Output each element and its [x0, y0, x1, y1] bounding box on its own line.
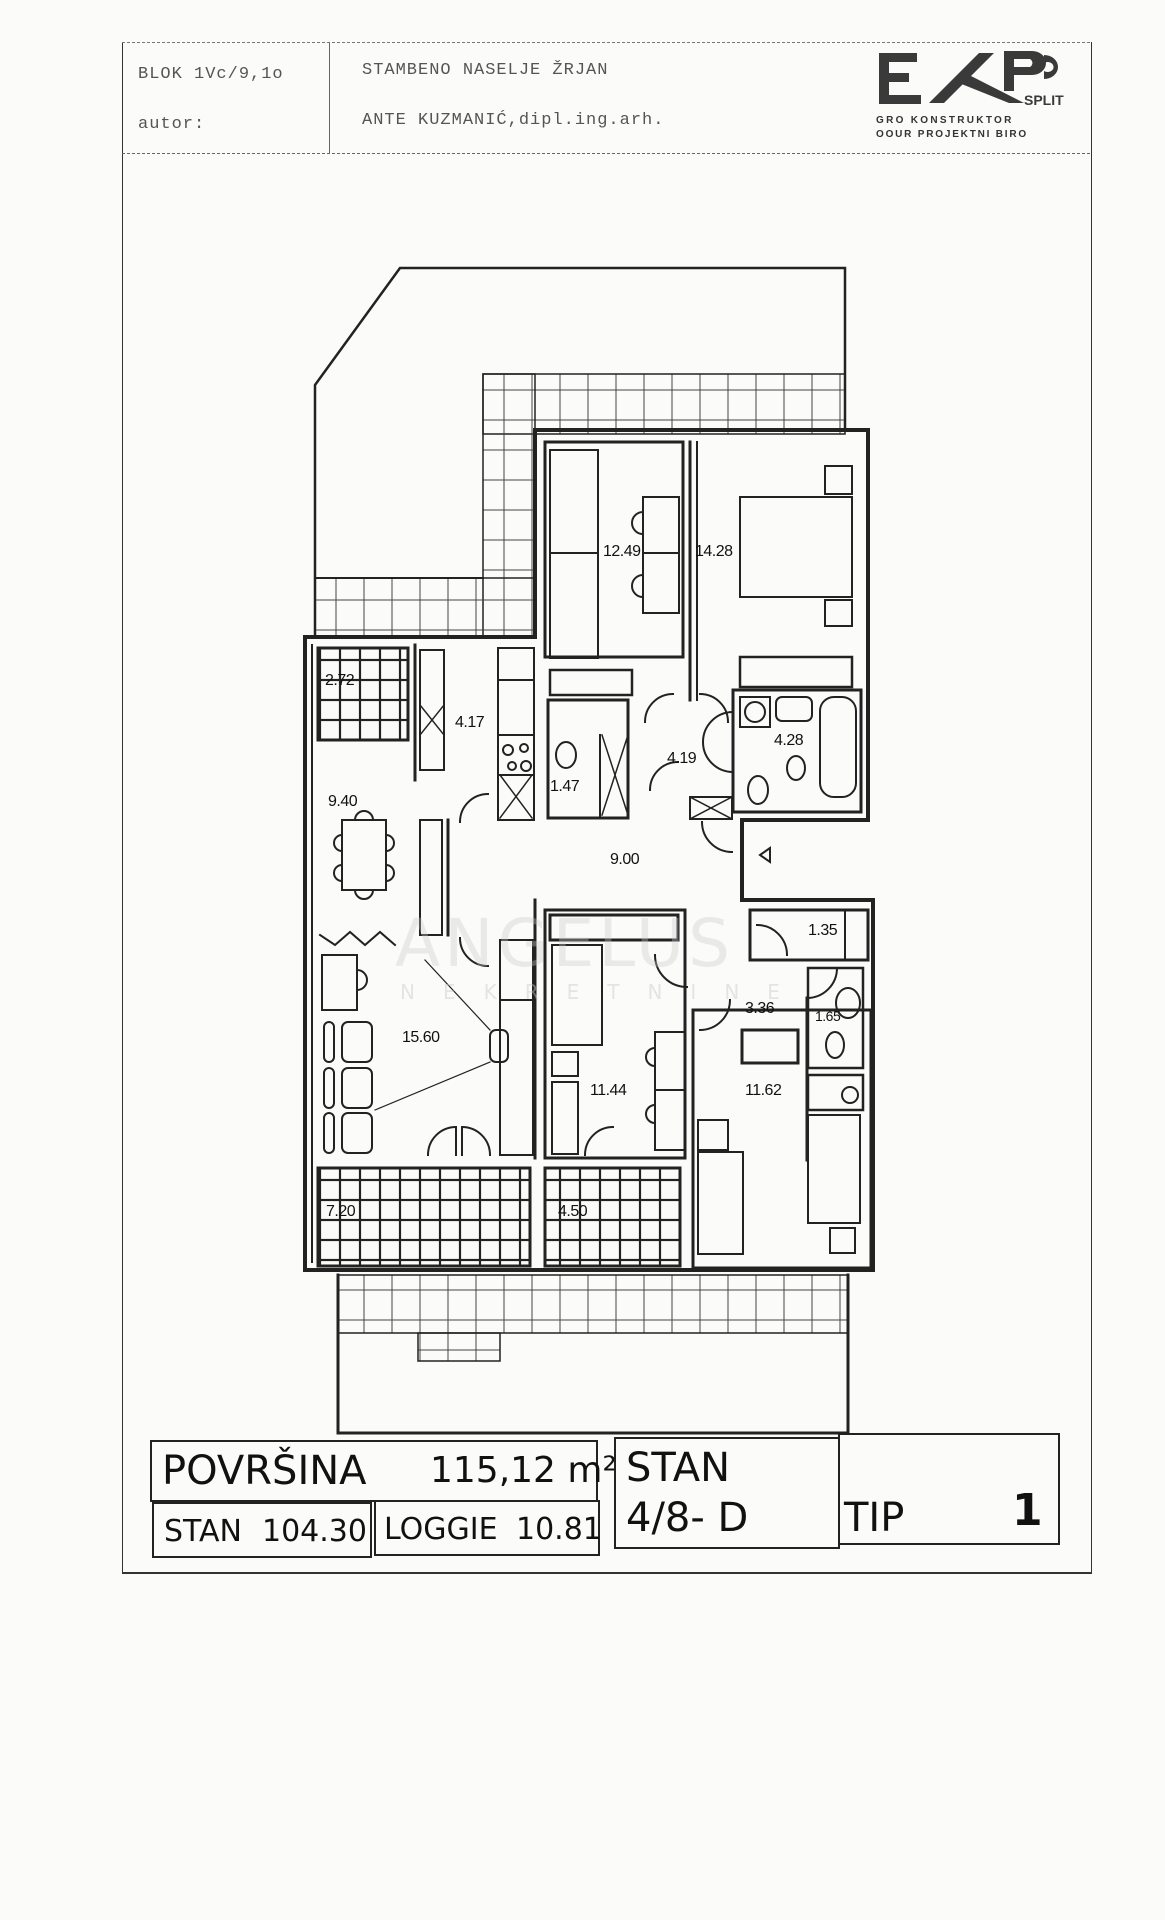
svg-text:SPLIT: SPLIT [1024, 92, 1064, 108]
room-area-dining: 9.40 [328, 793, 358, 810]
room-area-bedroom-2: 11.44 [590, 1082, 627, 1099]
room-area-bathroom: 4.28 [774, 732, 804, 749]
drawing-frame [122, 42, 1092, 1574]
logo-line-1: GRO KONSTRUKTOR [876, 115, 1014, 126]
unit-value: 4/8- D [626, 1495, 749, 1541]
room-area-wc-2: 1.65 [815, 1008, 841, 1024]
loggie-label: LOGGIE [384, 1512, 498, 1547]
block-reference: BLOK 1Vc/9,1o [138, 65, 284, 84]
povrsina-value: 115,12 m² [430, 1450, 617, 1491]
loggie-area-box: LOGGIE 10.81 [374, 1500, 602, 1556]
stan-area-box: STAN 104.30 [152, 1502, 372, 1558]
total-area-box: POVRŠINA 115,12 m² [150, 1440, 617, 1502]
watermark-text: ANGELUS [395, 905, 735, 982]
room-area-entrance-hall: 9.00 [610, 851, 640, 868]
company-logo: SPLIT GRO KONSTRUKTOR OOUR PROJEKTNI BIR… [874, 43, 1089, 153]
author-name: ANTE KUZMANIĆ,dipl.ing.arh. [362, 111, 665, 130]
room-area-bedroom-1: 12.49 [603, 543, 641, 560]
unit-box: STAN 4/8- D [614, 1437, 840, 1549]
tip-value: 1 [1012, 1485, 1043, 1536]
room-area-storage: 2.72 [325, 672, 355, 689]
room-area-wc: 1.47 [550, 778, 580, 795]
room-area-closet: 1.35 [808, 922, 838, 939]
project-name: STAMBENO NASELJE ŽRJAN [362, 61, 609, 80]
room-area-loggia-1: 7.20 [326, 1203, 356, 1220]
room-area-bedroom-3: 11.62 [745, 1082, 782, 1099]
room-area-hall-small: 3.36 [745, 1000, 775, 1017]
room-area-living-room: 15.60 [402, 1029, 440, 1046]
room-area-bedroom-master: 14.28 [695, 543, 733, 560]
unit-label: STAN [626, 1445, 731, 1491]
room-area-kitchen: 4.17 [455, 714, 485, 731]
loggie-value: 10.81 [516, 1512, 602, 1547]
type-box: TIP 1 [838, 1433, 1060, 1545]
watermark-subtext: NEKRETNINE [400, 980, 808, 1004]
stan-area-value: 104.30 [262, 1514, 367, 1549]
room-area-hall-bedrooms: 4.19 [667, 750, 697, 767]
ekp-logo-icon: SPLIT [879, 51, 1064, 108]
room-area-loggia-2: 4.50 [558, 1203, 588, 1220]
stan-area-label: STAN [164, 1514, 243, 1549]
logo-line-2: OOUR PROJEKTNI BIRO [876, 129, 1028, 140]
author-label: autor: [138, 115, 206, 134]
povrsina-label: POVRŠINA [162, 1448, 367, 1494]
tip-label: TIP [844, 1495, 905, 1541]
title-block-divider [329, 43, 330, 153]
title-block: BLOK 1Vc/9,1o autor: STAMBENO NASELJE ŽR… [122, 42, 1090, 154]
